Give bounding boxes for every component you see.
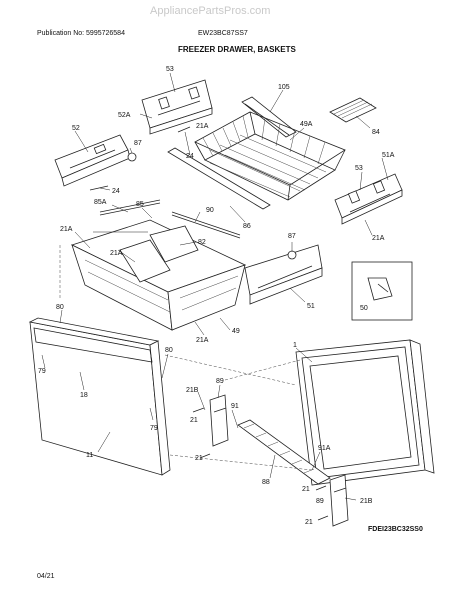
callout-21a: 21A <box>196 337 209 344</box>
slide-bracket-51[interactable] <box>244 244 323 305</box>
callout-21b: 21B <box>360 498 373 505</box>
bar-105[interactable] <box>241 96 297 138</box>
callout-53: 53 <box>355 165 363 172</box>
rail-86[interactable] <box>167 147 271 210</box>
callout-24: 24 <box>186 153 194 160</box>
main-basket-49[interactable] <box>70 219 247 331</box>
drawer-front-11[interactable] <box>28 317 171 476</box>
callout-82: 82 <box>198 239 206 246</box>
wire-basket-49a[interactable] <box>194 111 346 201</box>
callout-88: 88 <box>262 479 270 486</box>
callout-89: 89 <box>216 378 224 385</box>
callout-11: 11 <box>86 452 93 459</box>
bracket-89-right[interactable] <box>329 474 349 527</box>
callout-labels: 53 105 52A 21A 49A 84 52 87 24 24 53 51A… <box>38 66 395 526</box>
callout-89: 89 <box>316 498 324 505</box>
screws <box>89 126 329 521</box>
callout-53: 53 <box>166 66 174 73</box>
callout-50: 50 <box>360 305 368 312</box>
alignment-lines <box>59 245 313 471</box>
callout-51a: 51A <box>382 152 395 159</box>
callout-21: 21 <box>305 519 313 526</box>
callout-91a: 91A <box>318 445 331 452</box>
callout-24: 24 <box>112 188 120 195</box>
diagram-code: FDEI23BC32SS0 <box>368 526 423 533</box>
freezer-door-1[interactable] <box>295 339 435 486</box>
callout-79: 79 <box>150 425 158 432</box>
callout-87: 87 <box>288 233 296 240</box>
publication-number: Publication No: 5995726584 <box>37 30 125 37</box>
model-number: EW23BC87SS7 <box>198 30 248 37</box>
rack-84[interactable] <box>329 97 377 123</box>
callout-85a: 85A <box>94 199 107 206</box>
rod-85a[interactable] <box>99 199 161 216</box>
callout-90: 90 <box>206 207 214 214</box>
inset-part-50[interactable] <box>351 261 413 321</box>
callout-86: 86 <box>243 223 251 230</box>
callout-105: 105 <box>278 84 290 91</box>
callout-18: 18 <box>80 392 88 399</box>
diagram-title: FREEZER DRAWER, BASKETS <box>178 45 296 54</box>
callout-79: 79 <box>38 368 46 375</box>
callout-1: 1 <box>293 342 297 349</box>
rod-90[interactable] <box>171 211 241 239</box>
bracket-52a[interactable] <box>141 79 213 135</box>
callout-87: 87 <box>134 140 142 147</box>
callout-52: 52 <box>72 125 80 132</box>
callout-84: 84 <box>372 129 380 136</box>
callout-80: 80 <box>165 347 173 354</box>
bracket-89-left[interactable] <box>209 394 229 447</box>
callout-21a: 21A <box>372 235 385 242</box>
callout-21: 21 <box>302 486 310 493</box>
bracket-51a[interactable] <box>334 173 403 225</box>
callout-21b: 21B <box>186 387 199 394</box>
callout-49a: 49A <box>300 121 313 128</box>
callout-21: 21 <box>195 455 203 462</box>
callout-85: 85 <box>136 201 144 208</box>
callout-21a: 21A <box>60 226 73 233</box>
gear-rail-88[interactable] <box>237 419 331 485</box>
revision-date: 04/21 <box>37 573 55 580</box>
callout-51: 51 <box>307 303 315 310</box>
callout-21a: 21A <box>196 123 209 130</box>
callout-21: 21 <box>190 417 198 424</box>
watermark: AppliancePartsPros.com <box>150 5 271 17</box>
callout-91: 91 <box>231 403 239 410</box>
callout-80: 80 <box>56 304 64 311</box>
bracket-52[interactable] <box>54 134 137 187</box>
callout-49: 49 <box>232 328 240 335</box>
callout-21a: 21A <box>110 250 123 257</box>
leader-lines <box>41 72 389 501</box>
callout-52a: 52A <box>118 112 131 119</box>
